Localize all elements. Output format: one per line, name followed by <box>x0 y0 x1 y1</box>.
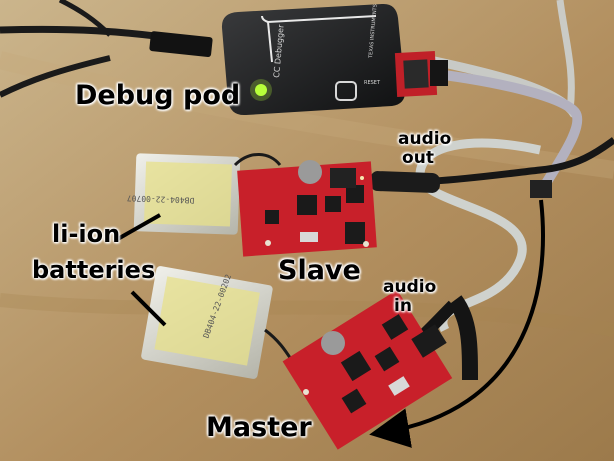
audio-cable-white <box>415 138 541 333</box>
reset-button <box>335 81 357 101</box>
audio-out-label-line2: out <box>402 148 434 168</box>
li-ion-label: li-ion <box>52 220 121 248</box>
audio-out-label: audio out <box>398 129 452 168</box>
vendor-text: TEXAS INSTRUMENTS <box>368 4 379 59</box>
usb-plug <box>149 31 213 57</box>
slave-label: Slave <box>278 255 361 286</box>
ribbon-connector <box>530 180 552 198</box>
audio-in-label-line1: audio <box>383 277 437 297</box>
coin-cell <box>298 160 322 184</box>
status-led <box>255 84 267 96</box>
battery-pointer-top <box>115 213 161 242</box>
master-label: Master <box>206 412 312 443</box>
battery-slave: DB404-22-00707 <box>127 153 282 235</box>
batteries-label: batteries <box>32 256 156 284</box>
slave-switch <box>300 232 318 242</box>
battery-code-top: DB404-22-00707 <box>127 193 195 204</box>
battery-pointer-bottom <box>130 290 167 327</box>
audio-in-label: audio in <box>383 277 437 316</box>
cc-debugger-pod: CC Debugger TEXAS INSTRUMENTS RESET <box>221 3 448 116</box>
audio-in-label-line2: in <box>394 296 412 316</box>
reset-text: RESET <box>364 80 381 86</box>
audio-out-label-line1: audio <box>398 129 452 149</box>
master-board <box>282 289 453 450</box>
ribbon-cable <box>419 67 583 188</box>
debug-pod-label: Debug pod <box>75 80 241 111</box>
slave-board <box>237 160 377 257</box>
battery-master: DB404-22-00202 <box>141 266 302 379</box>
connection-arrow <box>369 199 545 448</box>
